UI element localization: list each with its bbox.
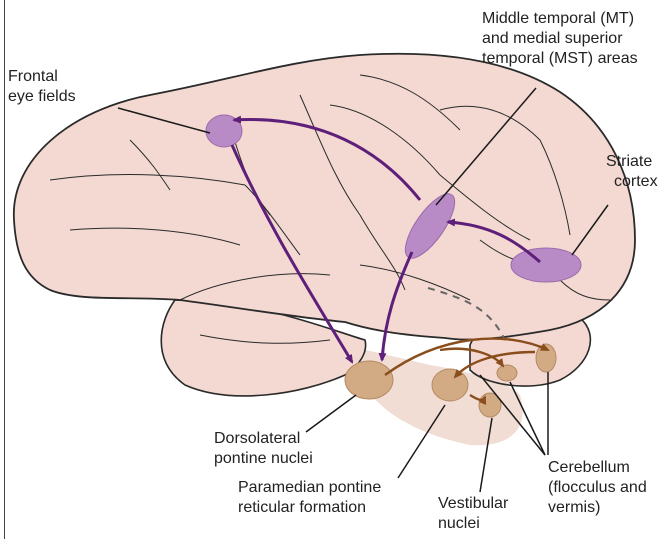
cerebellum-label: Cerebellum (flocculus and vermis): [548, 459, 651, 516]
striate-cortex-area: [511, 248, 581, 282]
frontal-eye-fields-label: Frontal eye fields: [8, 68, 76, 105]
cerebral-hemisphere: [14, 54, 635, 340]
dorsolateral-pontine-label: Dorsolateral pontine nuclei: [214, 430, 313, 467]
mt-mst-label: Middle temporal (MT) and medial superior…: [482, 10, 638, 67]
paramedian-pontine-nucleus: [432, 369, 468, 401]
vestibular-nucleus-small: [497, 365, 517, 381]
vestibular-nuclei-label: Vestibular nuclei: [438, 495, 513, 532]
dorsolateral-pontine-nucleus: [345, 361, 393, 399]
paramedian-pontine-label: Paramedian pontine reticular formation: [238, 479, 386, 516]
